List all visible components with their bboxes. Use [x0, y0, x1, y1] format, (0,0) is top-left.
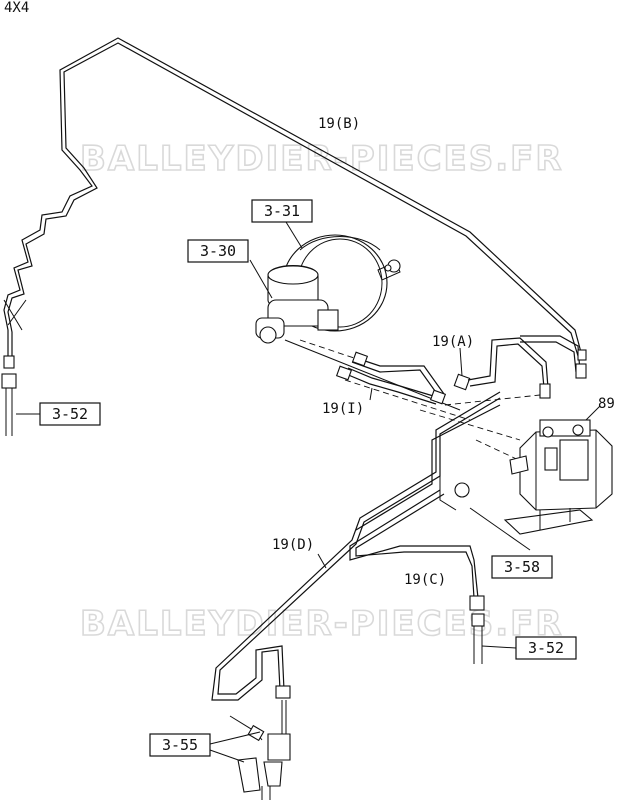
pipe-19i: [335, 351, 447, 405]
ref-box-3-58[interactable]: 3-58: [491, 555, 553, 579]
label-19c: 19(C): [404, 572, 446, 588]
ref-box-3-55[interactable]: 3-55: [149, 733, 211, 757]
ref-box-3-52-left[interactable]: 3-52: [39, 402, 101, 426]
ref-label-3-58: 3-58: [504, 558, 540, 576]
label-19b: 19(B): [318, 116, 360, 132]
ref-box-3-31[interactable]: 3-31: [251, 199, 313, 223]
label-19i: 19(I): [322, 401, 364, 417]
label-19a: 19(A): [432, 334, 474, 350]
pipe-19b: [3, 37, 583, 360]
pipe-19a: [453, 335, 587, 399]
ref-label-3-52-right: 3-52: [528, 639, 564, 657]
pipe-bracket: [439, 452, 470, 511]
ref-label-3-52-left: 3-52: [52, 405, 88, 423]
watermark-top: BALLEYDIER-PIECES.FR: [80, 139, 564, 179]
left-hose-fitting: [1, 355, 40, 436]
ref-label-3-31: 3-31: [264, 202, 300, 220]
watermark-bottom: BALLEYDIER-PIECES.FR: [80, 604, 564, 644]
ref-label-3-30: 3-30: [200, 242, 236, 260]
abs-unit-89: [503, 405, 613, 535]
ref-label-3-55: 3-55: [162, 736, 198, 754]
variant-label: 4X4: [4, 0, 29, 16]
ref-box-3-30[interactable]: 3-30: [187, 239, 249, 263]
pipe-19d: [211, 391, 501, 701]
lower-bracket-assembly: [229, 685, 291, 800]
pipe-19c: [349, 489, 485, 664]
label-19d: 19(D): [272, 537, 314, 553]
label-89: 89: [598, 396, 615, 412]
label-leaders: [209, 221, 531, 763]
ref-box-3-52-right[interactable]: 3-52: [515, 636, 577, 660]
leader-lines: [299, 339, 541, 471]
master-cylinder: [255, 265, 461, 411]
